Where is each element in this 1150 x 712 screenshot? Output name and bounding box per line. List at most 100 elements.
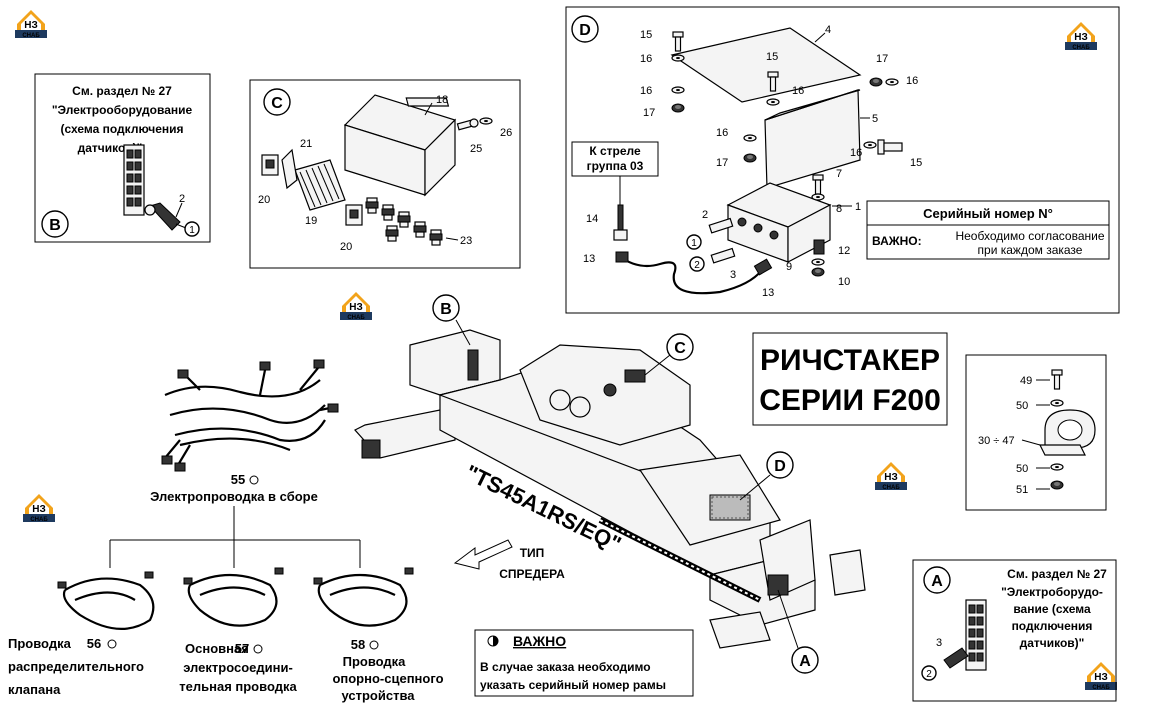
panel-d-boom-label-1: К стреле: [589, 144, 641, 158]
sensor-plug-2: [708, 217, 734, 234]
panel-d-part-16e: 16: [850, 147, 862, 159]
terminal-block-a: [965, 599, 987, 671]
panel-b-ref-line2: "Электрооборудование: [52, 103, 193, 117]
callout-d: D: [774, 458, 786, 475]
junction-box-18: [343, 94, 457, 197]
important-line1: В случае заказа необходимо: [480, 660, 651, 674]
wiring-harness-57: [183, 567, 284, 627]
panel-c-part-18: 18: [436, 94, 448, 106]
callout-a: A: [799, 653, 811, 670]
cover-plate-4: [670, 27, 862, 103]
panel-b-ref-line1: См. раздел № 27: [72, 84, 172, 98]
panel-d-part-16c: 16: [792, 85, 804, 97]
harness-56-line3: клапана: [8, 682, 61, 697]
harness-58-line2: опорно-сцепного: [332, 671, 443, 686]
panel-d-part-16f: 16: [716, 127, 728, 139]
logo-left-bottom: НЗ СНАБ: [23, 494, 55, 523]
spreader-direction-arrow: [453, 539, 513, 570]
clamp-part-30-47: 30 ÷ 47: [978, 435, 1015, 447]
title-line2: СЕРИИ F200: [759, 384, 941, 417]
spreader-type-line1: ТИП: [520, 546, 545, 560]
panel-d-circle-1: 1: [691, 238, 697, 249]
panel-b-circle-1: 1: [189, 225, 195, 236]
wiring-harness-58: [313, 567, 414, 627]
panel-d-part-1: 1: [855, 201, 861, 213]
panel-d-part-8: 8: [836, 203, 842, 215]
pipe-clamp: [1039, 409, 1096, 456]
panel-d-circle-2: 2: [694, 260, 700, 271]
panel-a-circle-2: 2: [926, 669, 932, 680]
harness-58-number: 58: [351, 637, 365, 652]
harness-56-number: 56: [87, 636, 101, 651]
svg-text:НЗ: НЗ: [32, 504, 46, 515]
logo-bottom-right: НЗ СНАБ: [1085, 662, 1117, 691]
panel-a-ref-line3: вание (схема: [1013, 602, 1091, 616]
svg-text:НЗ: НЗ: [24, 20, 38, 31]
panel-d-part-17c: 17: [716, 157, 728, 169]
cable-gland-12: [813, 239, 825, 255]
panel-d-part-16a: 16: [640, 53, 652, 65]
svg-text:СНАБ: СНАБ: [30, 517, 48, 523]
harness-56-line2: распределительного: [8, 659, 144, 674]
harness-58-line3: устройства: [341, 688, 415, 703]
serial-note-line2: при каждом заказе: [978, 243, 1083, 257]
harness-main-label: Электропроводка в сборе: [150, 489, 318, 504]
sensor-plug-3: [710, 247, 736, 264]
panel-d-part-16d: 16: [906, 75, 918, 87]
harness-57-number: 57: [235, 641, 249, 656]
clamp-part-50b: 50: [1016, 463, 1028, 475]
panel-d-part-17a: 17: [643, 107, 655, 119]
connector-14: [613, 204, 628, 241]
logo-center: НЗ СНАБ: [340, 292, 372, 321]
logo-top-left: НЗ СНАБ: [15, 10, 47, 39]
panel-d-part-4: 4: [825, 24, 831, 36]
harness-58-line1: Проводка: [343, 654, 407, 669]
svg-text:СНАБ: СНАБ: [347, 315, 365, 321]
bracket-20b: [345, 204, 363, 226]
harness-57-line1: Основная: [185, 641, 249, 656]
panel-c-part-25: 25: [470, 143, 482, 155]
detail-panel-a: A См. раздел № 27 "Электроборудо- вание …: [912, 559, 1117, 702]
wiring-harness-main: [161, 359, 339, 472]
clamp-part-51: 51: [1016, 484, 1028, 496]
panel-d-part-9: 9: [786, 261, 792, 273]
panel-d-part-7: 7: [836, 168, 842, 180]
reachstacker-frame: [354, 329, 866, 649]
serial-number-title: Серийный номер N°: [923, 206, 1053, 221]
logo-top-right: НЗ СНАБ: [1065, 22, 1097, 51]
panel-a-ref-line1: См. раздел № 27: [1007, 567, 1107, 581]
serial-important-label: ВАЖНО:: [872, 234, 922, 248]
panel-d-letter: D: [579, 22, 591, 39]
title-line1: РИЧСТАКЕР: [760, 344, 940, 377]
panel-d-part-14: 14: [586, 213, 598, 225]
panel-b-part-2: 2: [179, 193, 185, 205]
harness-57-line3: тельная проводка: [179, 679, 297, 694]
serial-note-line1: Необходимо согласование: [955, 229, 1104, 243]
harness-57-line2: электросоедини-: [183, 660, 293, 675]
panel-c-part-26: 26: [500, 127, 512, 139]
harness-56-line1: Проводка: [8, 636, 72, 651]
panel-a-part-3: 3: [936, 637, 942, 649]
panel-d-part-15b: 15: [766, 51, 778, 63]
panel-b-ref-line3: (схема подключения: [61, 122, 184, 136]
mounting-plate-5: [764, 89, 861, 189]
cable-glands-23: [365, 197, 443, 246]
panel-d-part-17b: 17: [876, 53, 888, 65]
panel-d-part-12: 12: [838, 245, 850, 257]
callout-b: B: [440, 301, 452, 318]
panel-a-ref-line2: "Электроборудо-: [1001, 585, 1103, 599]
important-line2: указать серийный номер рамы: [480, 678, 666, 692]
panel-d-part-13a: 13: [583, 253, 595, 265]
sensor-plug-a: [943, 647, 969, 669]
detail-panel-d: D 4 5 15 16 16 17 15 16 17 16 15: [565, 6, 1120, 314]
svg-text:НЗ: НЗ: [349, 302, 363, 313]
svg-text:СНАБ: СНАБ: [882, 485, 900, 491]
svg-text:СНАБ: СНАБ: [1092, 685, 1110, 691]
cover-21: [281, 148, 298, 190]
panel-b-letter: B: [49, 217, 61, 234]
wiring-harness-56: [57, 571, 155, 630]
important-notice-box: ВАЖНО В случае заказа необходимо указать…: [474, 629, 694, 697]
panel-d-boom-label-2: группа 03: [587, 159, 644, 173]
panel-d-part-3: 3: [730, 269, 736, 281]
